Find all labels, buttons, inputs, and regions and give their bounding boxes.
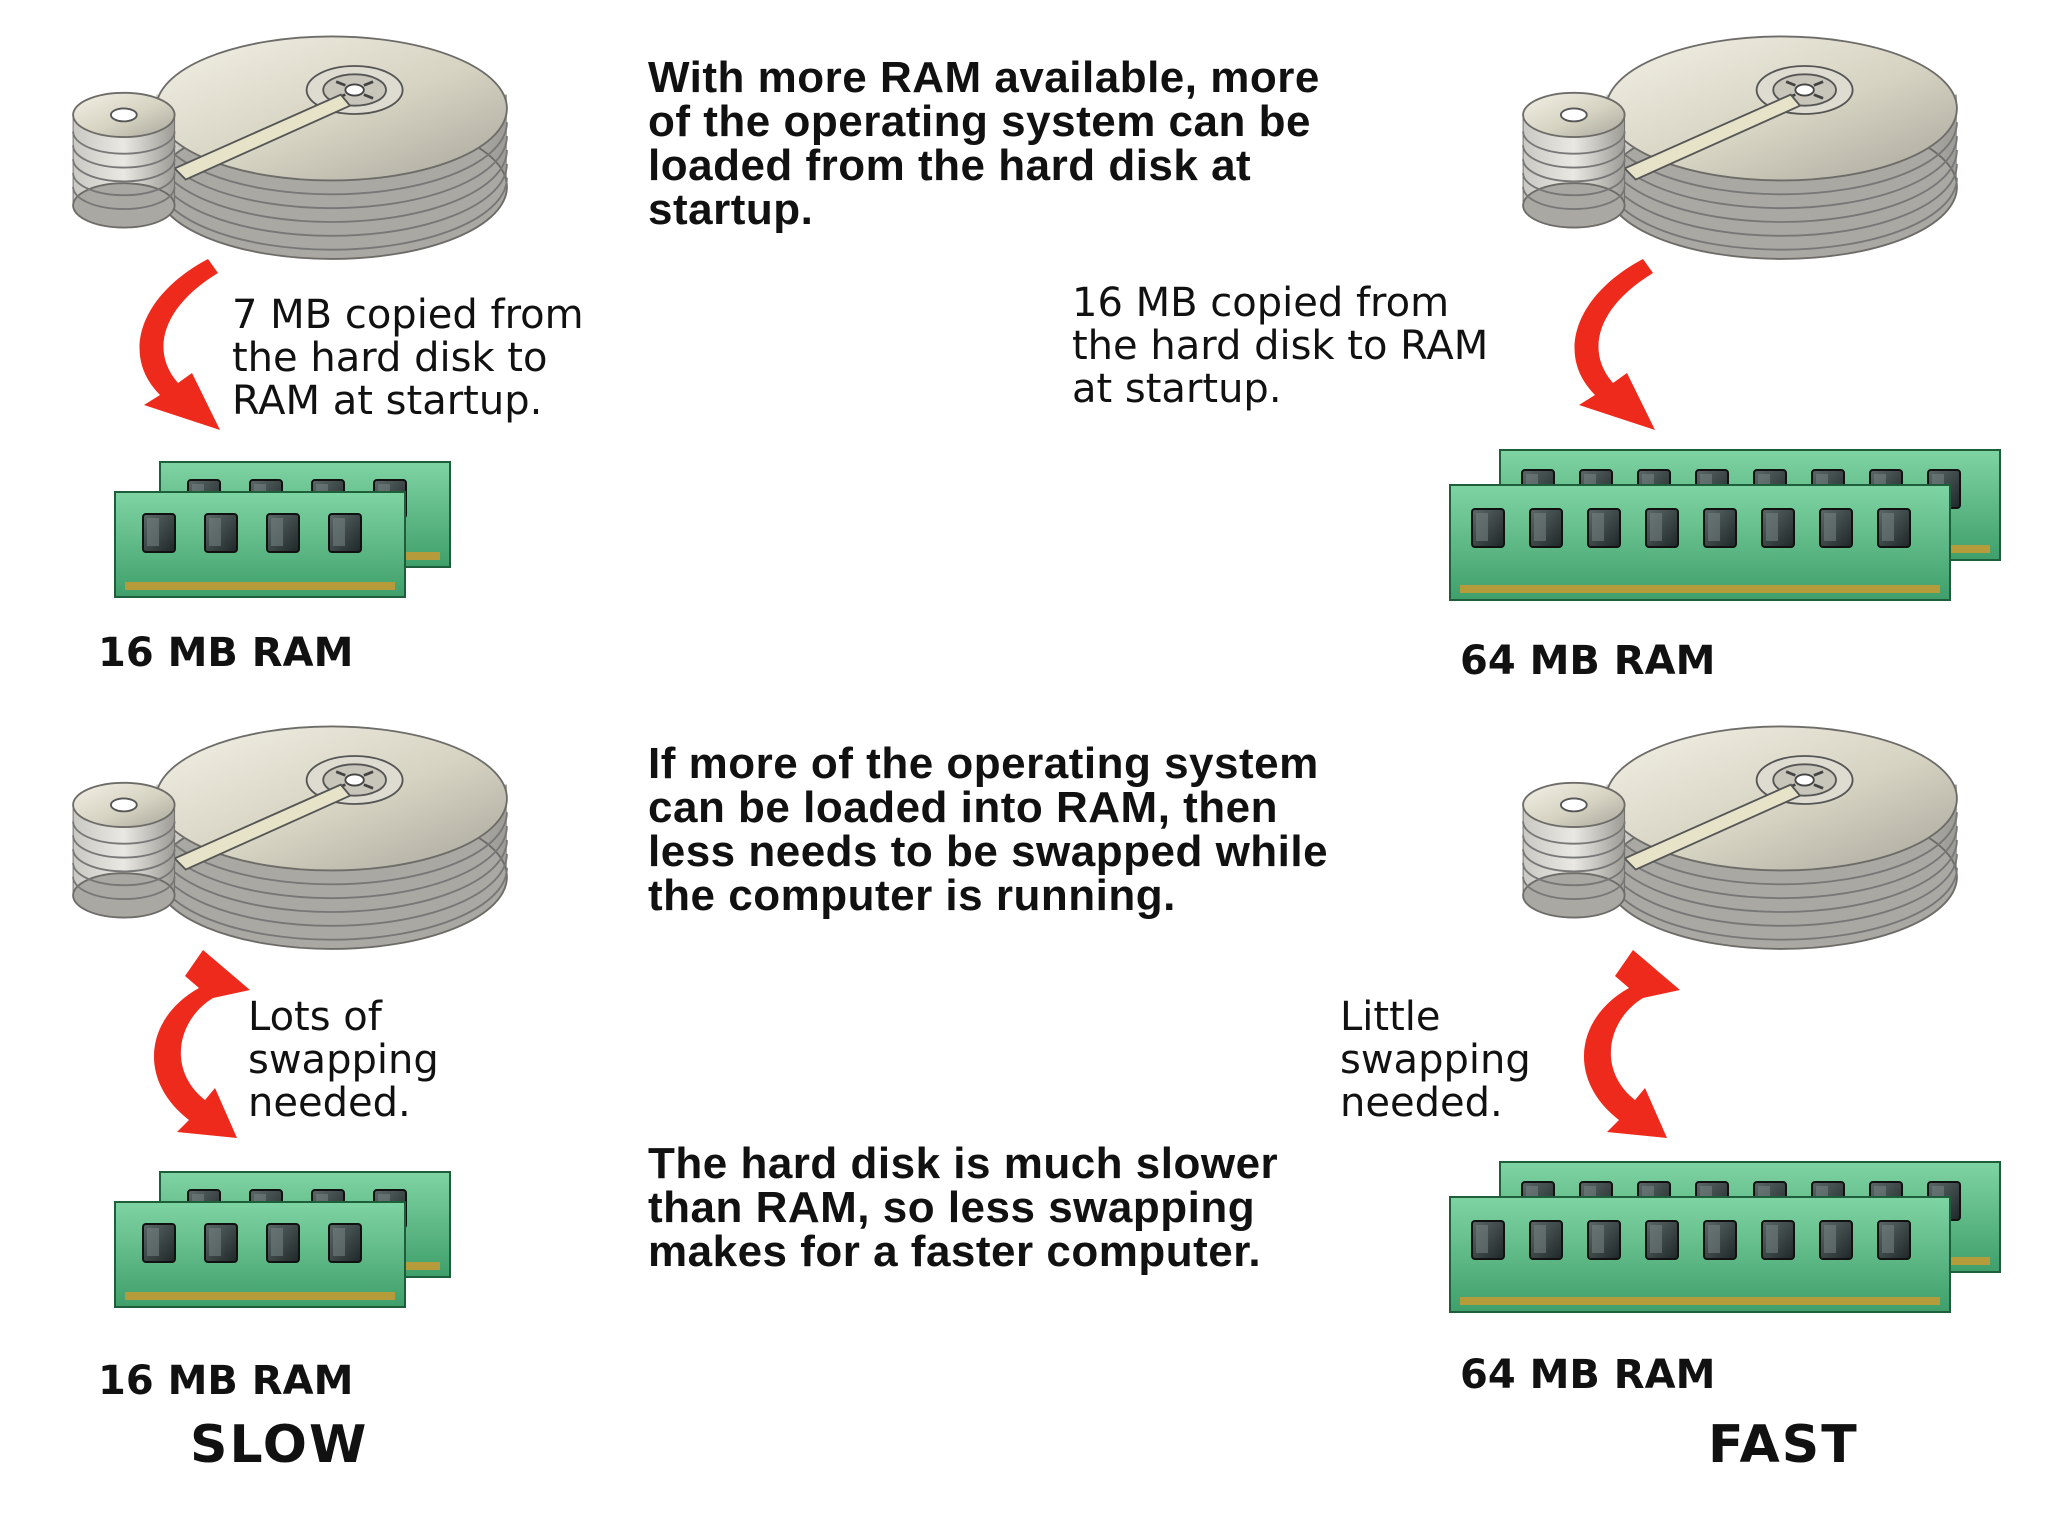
slow-label: SLOW [190,1415,369,1475]
startup-explanation-text: With more RAM available, more of the ope… [648,53,1320,234]
ram-module-icon [114,461,451,598]
fast-label: FAST [1708,1415,1859,1475]
hard-disk-icon [1521,35,1959,261]
slow-ram-label-bottom: 16 MB RAM [98,1358,354,1404]
fast-ram-label-bottom: 64 MB RAM [1460,1352,1716,1398]
down-arrow-icon [139,259,220,430]
fast-swap-note: Little swapping needed. [1340,994,1531,1126]
swapping-explanation-text: If more of the operating system can be l… [648,739,1329,920]
hard-disk-icon [71,725,509,951]
fast-startup-note: 16 MB copied from the hard disk to RAM a… [1072,280,1489,412]
ram-module-icon [1449,449,2001,601]
swap-arrow-icon [1583,950,1680,1138]
speed-explanation-text: The hard disk is much slower than RAM, s… [648,1139,1279,1276]
down-arrow-icon [1574,259,1655,430]
slow-startup-note: 7 MB copied from the hard disk to RAM at… [232,292,584,424]
swap-arrow-icon [153,950,250,1138]
hard-disk-icon [1521,725,1959,951]
slow-ram-label-top: 16 MB RAM [98,630,354,676]
slow-swap-note: Lots of swapping needed. [248,994,439,1126]
hard-disk-icon [71,35,509,261]
ram-module-icon [1449,1161,2001,1313]
fast-ram-label-top: 64 MB RAM [1460,638,1716,684]
ram-module-icon [114,1171,451,1308]
